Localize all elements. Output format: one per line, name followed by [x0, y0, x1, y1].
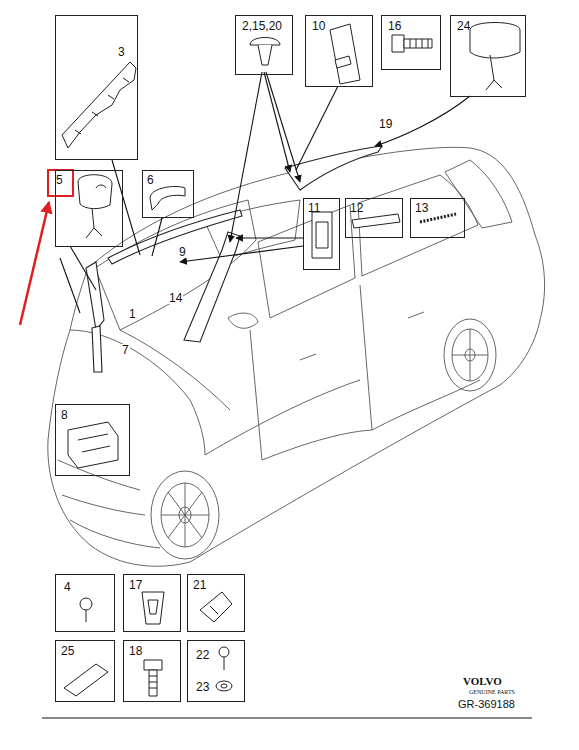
- part-inset-box: 24: [450, 15, 526, 97]
- part-inset-box: 22 23: [187, 640, 245, 702]
- brand-mark: VOLVO: [462, 676, 503, 687]
- part-inset-box: 8: [55, 404, 130, 476]
- callout-number: 22: [196, 649, 209, 661]
- callout-number: 19: [378, 118, 393, 130]
- callout-number: 6: [147, 174, 154, 186]
- callout-number: 17: [129, 579, 142, 591]
- brand-mark: GENUINE PARTS: [468, 689, 516, 695]
- callout-number: 5: [56, 174, 63, 186]
- callout-number: 25: [61, 645, 74, 657]
- part-inset-box: 5: [55, 170, 123, 247]
- part-inset-box: 12: [345, 198, 403, 238]
- brand-mark: GR-369188: [457, 699, 516, 710]
- part-inset-box: 11: [303, 198, 340, 270]
- callout-number: 1: [128, 308, 137, 320]
- callout-number: 13: [415, 202, 428, 214]
- callout-number: 10: [312, 20, 325, 32]
- callout-number: 24: [457, 20, 470, 32]
- part-inset-box: 25: [55, 640, 115, 702]
- callout-number: 21: [193, 579, 206, 591]
- part-inset-box: 2,15,20: [235, 15, 293, 75]
- callout-number: 14: [168, 292, 183, 304]
- callout-number: 23: [196, 681, 209, 693]
- callout-number: 2,15,20: [242, 20, 282, 32]
- callout-number: 9: [178, 246, 187, 258]
- callout-number: 7: [121, 344, 130, 356]
- part-inset-box: 4: [55, 574, 115, 632]
- callout-number: 18: [129, 645, 142, 657]
- part-inset-box: 17: [123, 574, 181, 632]
- callout-number: 16: [388, 20, 401, 32]
- part-inset-box: 13: [410, 198, 465, 238]
- callout-number: 12: [350, 202, 363, 214]
- callout-number: 11: [308, 202, 320, 214]
- part-inset-box: 10: [305, 15, 373, 87]
- part-inset-box: 6: [142, 170, 194, 218]
- part-inset-box: 16: [381, 15, 441, 70]
- callout-number: 3: [118, 46, 125, 58]
- callout-number: 8: [61, 409, 68, 421]
- part-inset-box: 3: [55, 15, 138, 160]
- callout-number: 4: [64, 581, 71, 593]
- part-inset-box: 21: [187, 574, 245, 632]
- part-inset-box: 18: [123, 640, 181, 702]
